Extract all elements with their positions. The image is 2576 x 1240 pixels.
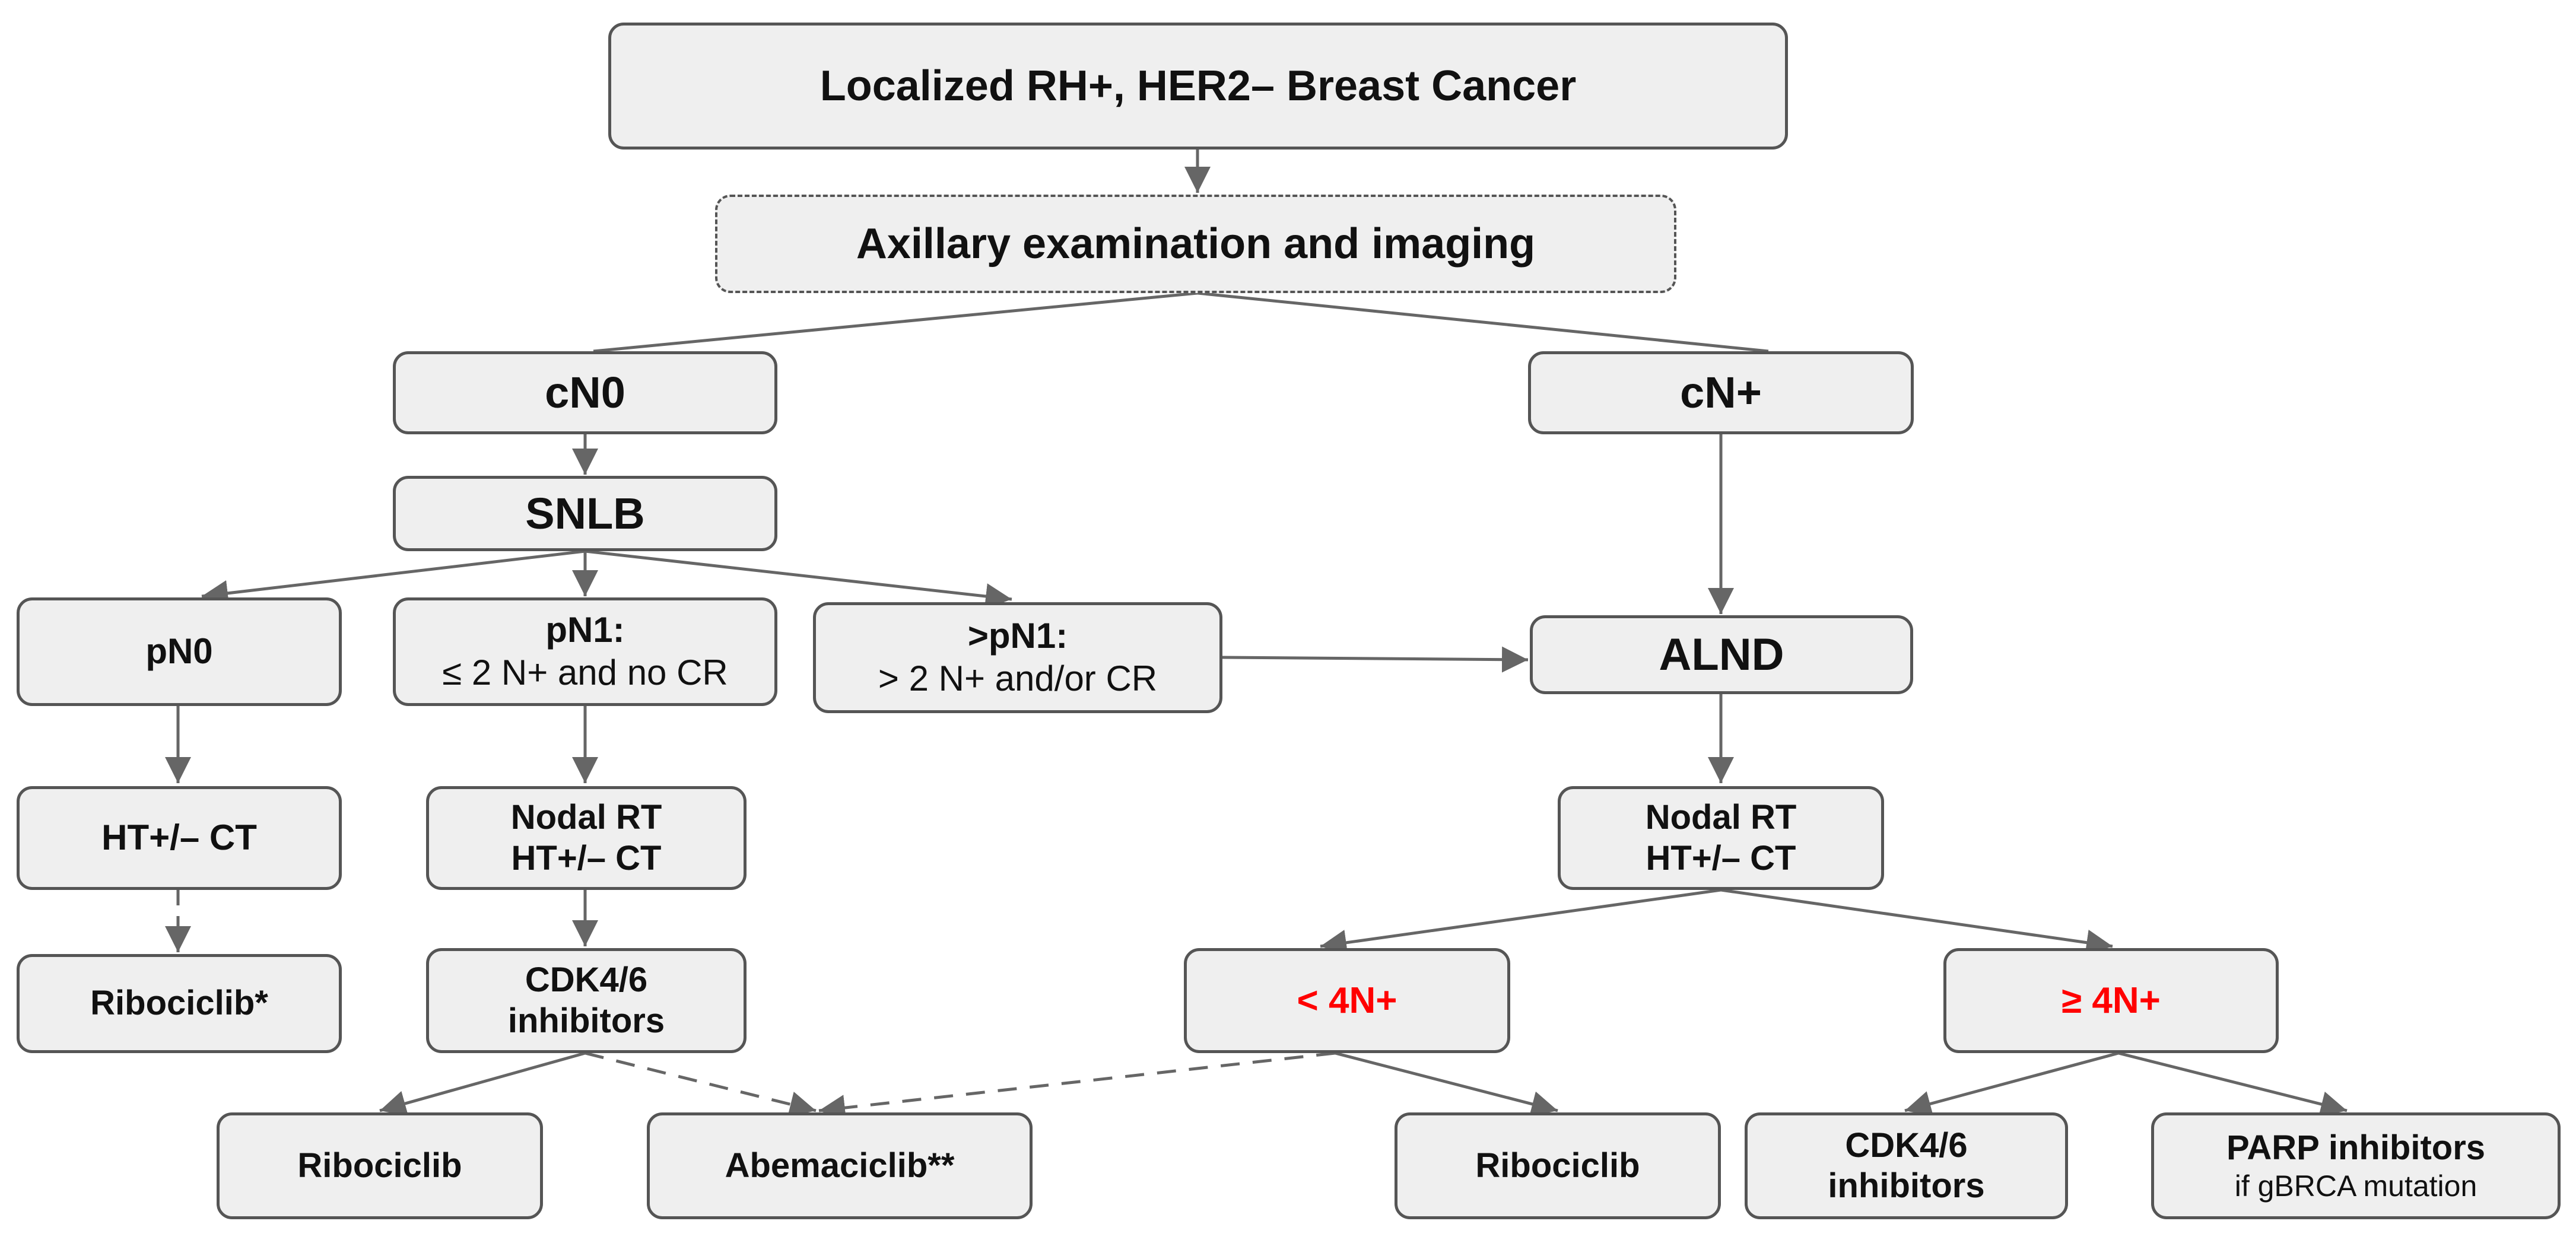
edge-cdkmid-ribleft <box>379 1051 586 1117</box>
node-nodal-right-line1: Nodal RT <box>1645 798 1797 837</box>
node-pn1-sublabel: ≤ 2 N+ and no CR <box>442 652 728 692</box>
edge-ge4n-cdkright <box>1904 1051 2119 1117</box>
node-nodal-right: Nodal RT HT+/– CT <box>1558 786 1884 890</box>
edge-gtpn1-alnd <box>1222 646 1529 673</box>
node-alnd: ALND <box>1530 615 1913 694</box>
node-cdk-right: CDK4/6 inhibitors <box>1745 1112 2068 1219</box>
node-ribociclib-left-label: Ribociclib <box>297 1146 462 1185</box>
node-pn0-label: pN0 <box>145 631 213 672</box>
node-cdk-mid-line2: inhibitors <box>507 1001 665 1040</box>
node-parp-sublabel: if gBRCA mutation <box>2234 1169 2477 1203</box>
node-ribociclib-right-label: Ribociclib <box>1475 1146 1640 1185</box>
node-parp-label: PARP inhibitors <box>2226 1128 2486 1167</box>
node-ge4n-label: ≥ 4N+ <box>2062 980 2161 1021</box>
node-pn0: pN0 <box>17 597 342 706</box>
node-root: Localized RH+, HER2– Breast Cancer <box>608 23 1788 150</box>
node-snlb-label: SNLB <box>525 488 645 538</box>
node-nodal-right-line2: HT+/– CT <box>1646 838 1796 877</box>
node-cdk-right-line1: CDK4/6 <box>1845 1125 1968 1165</box>
node-cdk-mid: CDK4/6 inhibitors <box>426 948 747 1053</box>
node-gtpn1-label: >pN1: <box>967 616 1068 656</box>
edge-axillary-cn0 <box>593 291 1198 353</box>
node-gtpn1-sublabel: > 2 N+ and/or CR <box>878 658 1158 698</box>
node-gtpn1: >pN1: > 2 N+ and/or CR <box>813 602 1222 713</box>
edge-snlb-pn0 <box>201 549 586 606</box>
node-alnd-label: ALND <box>1659 629 1784 680</box>
node-pn1-label: pN1: <box>545 610 625 650</box>
edge-nodalright-lt4n <box>1320 888 1721 956</box>
node-snlb: SNLB <box>393 476 777 551</box>
node-nodal-mid: Nodal RT HT+/– CT <box>426 786 747 890</box>
node-cdk-mid-line1: CDK4/6 <box>525 961 648 1000</box>
node-ribociclib-star: Ribociclib* <box>17 954 342 1053</box>
node-lt4n-label: < 4N+ <box>1297 980 1397 1021</box>
node-abemaciclib-label: Abemaciclib** <box>725 1146 955 1185</box>
node-abemaciclib: Abemaciclib** <box>647 1112 1033 1219</box>
node-ribociclib-right: Ribociclib <box>1395 1112 1721 1219</box>
node-nodal-mid-line1: Nodal RT <box>510 798 662 837</box>
node-ht-left: HT+/– CT <box>17 786 342 890</box>
node-axillary: Axillary examination and imaging <box>715 195 1676 293</box>
node-cnplus-label: cN+ <box>1680 368 1762 418</box>
node-ge4n: ≥ 4N+ <box>1943 948 2279 1053</box>
edge-lt4n-abema <box>818 1051 1336 1121</box>
edge-nodalright-ge4n <box>1720 888 2113 956</box>
node-lt4n: < 4N+ <box>1184 948 1510 1053</box>
node-parp: PARP inhibitors if gBRCA mutation <box>2151 1112 2561 1219</box>
node-nodal-mid-line2: HT+/– CT <box>511 838 662 877</box>
edge-lt4n-riboright <box>1335 1051 1558 1117</box>
edge-axillary-cnplus <box>1197 291 1769 353</box>
node-ribociclib-left: Ribociclib <box>217 1112 543 1219</box>
node-cnplus: cN+ <box>1528 351 1914 434</box>
edge-ge4n-parp <box>2118 1051 2348 1117</box>
edge-cdkmid-abema <box>585 1051 817 1117</box>
node-axillary-label: Axillary examination and imaging <box>856 220 1536 268</box>
node-pn1: pN1: ≤ 2 N+ and no CR <box>393 597 777 706</box>
node-cdk-right-line2: inhibitors <box>1828 1166 1985 1205</box>
node-ht-left-label: HT+/– CT <box>101 818 257 858</box>
node-cn0-label: cN0 <box>545 368 625 418</box>
node-cn0: cN0 <box>393 351 777 434</box>
node-ribociclib-star-label: Ribociclib* <box>90 984 268 1023</box>
edge-snlb-gtpn1 <box>585 549 1012 609</box>
node-root-label: Localized RH+, HER2– Breast Cancer <box>820 62 1577 110</box>
